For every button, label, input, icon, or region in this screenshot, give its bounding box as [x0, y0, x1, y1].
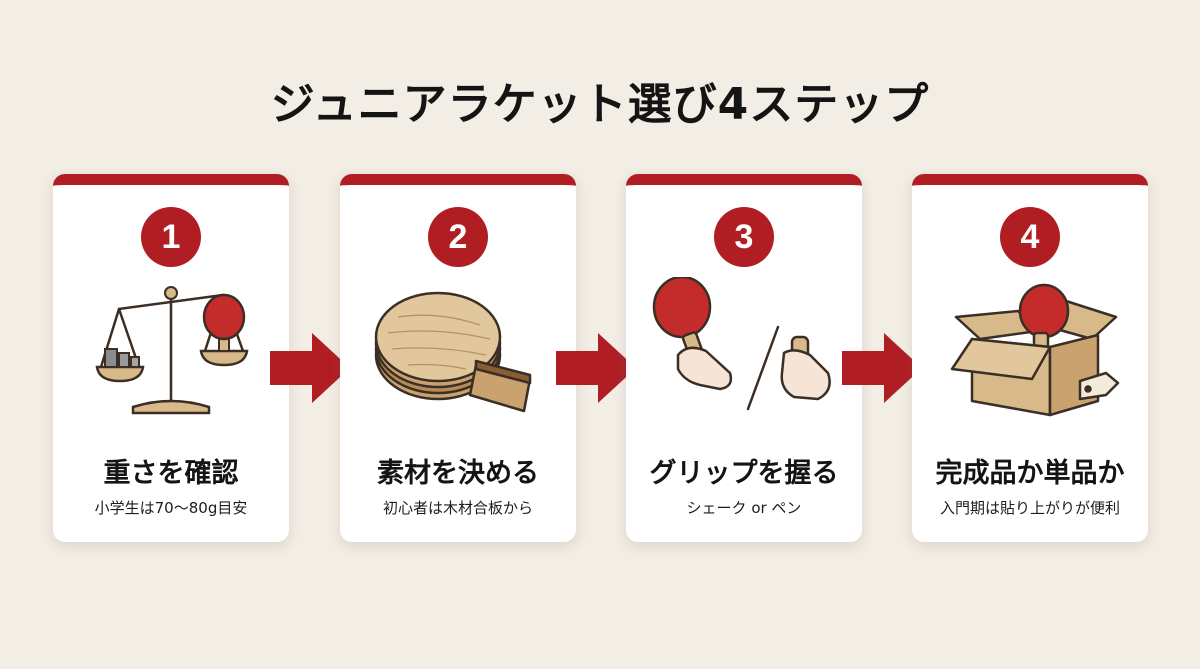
step-description: 入門期は貼り上がりが便利	[939, 499, 1120, 517]
arrow-right-icon	[270, 333, 350, 403]
arrow-right-icon	[556, 333, 636, 403]
step-number-badge: 4	[1000, 207, 1060, 267]
step-card-2: 2 素材を決める 初心者は木材合板から	[340, 174, 576, 542]
step-heading: 重さを確認	[103, 458, 239, 489]
step-card-4: 4 完成品か単品か 入門期は貼り上がりが便利	[912, 174, 1148, 542]
step-description: シェーク or ペン	[686, 499, 802, 517]
step-description: 初心者は木材合板から	[382, 499, 533, 517]
step-heading: 完成品か単品か	[935, 458, 1125, 489]
step-number-badge: 2	[428, 207, 488, 267]
box-racket-icon	[950, 283, 1120, 417]
step-card-1: 1 重さを確認 小学生は70〜80g目安	[53, 174, 289, 542]
wooden-blade-icon	[374, 291, 532, 413]
step-number-badge: 1	[141, 207, 201, 267]
grip-hands-icon	[652, 277, 831, 411]
step-number-badge: 3	[714, 207, 774, 267]
balance-scale-icon	[95, 286, 249, 415]
page-title: ジュニアラケット選び4ステップ	[270, 79, 930, 130]
step-heading: グリップを握る	[649, 458, 839, 489]
step-card-3: 3 グリップを握る シェーク or ペン	[626, 174, 862, 542]
arrow-right-icon	[842, 333, 922, 403]
step-description: 小学生は70〜80g目安	[94, 499, 248, 517]
step-heading: 素材を決める	[377, 458, 539, 489]
